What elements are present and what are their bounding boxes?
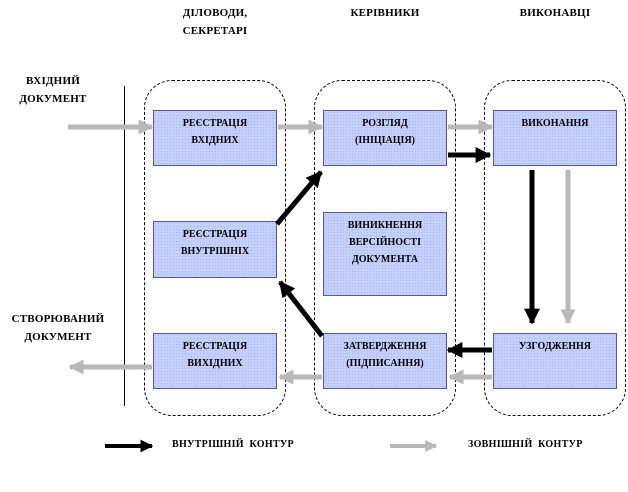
label-line: ДОКУМЕНТ [24,331,92,343]
box-register-incoming[interactable]: РЕЄСТРАЦІЯ ВХІДНИХ [153,110,277,166]
box-text: (ІНІЦІАЦІЯ) [354,135,415,146]
boundary-line [124,86,125,406]
box-text: (ПІДПИСАННЯ) [346,358,424,369]
lane-executors [484,80,626,416]
column-header-executors: ВИКОНАВЦІ [519,7,591,19]
box-coordination[interactable]: УЗГОДЖЕННЯ [493,333,617,389]
header-line: СЕКРЕТАРІ [182,25,248,37]
box-text: РОЗГЛЯД [362,118,408,129]
box-text: ВХІДНИХ [191,135,239,146]
box-review-initiation[interactable]: РОЗГЛЯД (ІНІЦІАЦІЯ) [323,110,447,166]
label-line: ВХІДНИЙ [26,75,80,87]
label-line: СТВОРЮВАНИЙ [11,313,105,325]
box-text: ВНУТРІШНІХ [180,246,250,257]
box-text: УЗГОДЖЕННЯ [518,341,592,352]
box-approval-signing[interactable]: ЗАТВЕРДЖЕННЯ (ПІДПИСАННЯ) [323,333,447,389]
box-text: РЕЄСТРАЦІЯ [182,341,248,352]
incoming-document-label: ВХІДНИЙ ДОКУМЕНТ [8,72,98,108]
box-text: ВИНИКНЕННЯ [347,220,423,231]
box-register-internal[interactable]: РЕЄСТРАЦІЯ ВНУТРІШНІХ [153,221,277,278]
box-text: ВЕРСІЙНОСТІ [349,237,421,248]
box-text: ЗАТВЕРДЖЕННЯ [343,341,427,352]
legend-external-label: ЗОВНІШНІЙ КОНТУР [468,439,583,450]
internal-arrow-approval-to-internal [278,280,324,338]
box-text: РЕЄСТРАЦІЯ [182,229,248,240]
header-line: ДІЛОВОДИ, [182,7,248,19]
box-text: ВИКОНАННЯ [521,118,589,129]
lane-managers [314,80,456,416]
column-header-managers: КЕРІВНИКИ [350,7,420,19]
box-register-outgoing[interactable]: РЕЄСТРАЦІЯ ВИХІДНИХ [153,333,277,389]
box-text: РЕЄСТРАЦІЯ [182,118,248,129]
internal-arrow-internal-to-review [275,170,323,226]
box-text: ДОКУМЕНТА [351,254,419,265]
label-line: ДОКУМЕНТ [19,93,87,105]
column-header-clerks: ДІЛОВОДИ, СЕКРЕТАРІ [165,4,265,40]
box-document-versioning[interactable]: ВИНИКНЕННЯ ВЕРСІЙНОСТІ ДОКУМЕНТА [323,212,447,296]
box-text: ВИХІДНИХ [187,358,243,369]
lane-clerks [144,80,286,416]
legend-internal-label: ВНУТРІШНІЙ КОНТУР [172,439,294,450]
box-execution[interactable]: ВИКОНАННЯ [493,110,617,166]
created-document-label: СТВОРЮВАНИЙ ДОКУМЕНТ [8,310,108,346]
